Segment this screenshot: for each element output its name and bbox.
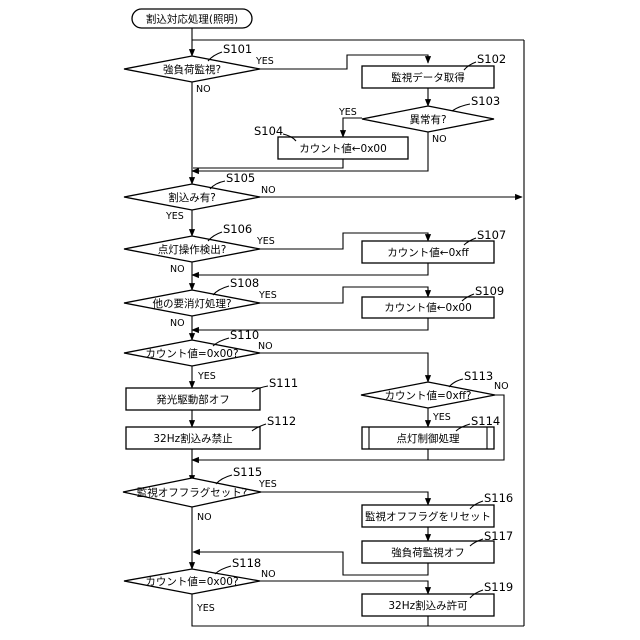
step-label-s118: S118 [232, 556, 261, 570]
process-label: 強負荷監視オフ [391, 546, 465, 559]
step-label-s102: S102 [477, 52, 506, 66]
decision-s103: 異常有? [362, 106, 494, 132]
yes-label-s101: YES [255, 56, 274, 67]
decision-s115: 監視オフフラグセット? [123, 478, 261, 507]
start-label: 割込対応処理(照明) [146, 13, 238, 26]
yes-label-s105: YES [165, 211, 184, 222]
step-label-s106: S106 [223, 222, 252, 236]
no-label-s108: NO [170, 318, 185, 329]
step-label-s101: S101 [223, 42, 252, 56]
step-label-s104: S104 [254, 124, 283, 138]
decision-s108: 他の要消灯処理? [124, 290, 260, 316]
step-label-s117: S117 [484, 529, 513, 543]
decision-s110: カウント値=0x00? [124, 340, 260, 366]
yes-label-s103: YES [338, 107, 357, 118]
no-label-s106: NO [170, 264, 185, 275]
no-label-s113: NO [494, 381, 509, 392]
step-label-s109: S109 [475, 284, 504, 298]
decision-label: カウント値=0x00? [145, 347, 238, 360]
decision-label: 他の要消灯処理? [152, 297, 231, 310]
no-label-s110: NO [258, 341, 273, 352]
process-s116: 監視オフフラグをリセット [362, 505, 494, 527]
decision-label: 点灯操作検出? [158, 243, 227, 256]
yes-label-s115: YES [258, 479, 277, 490]
decision-label: 強負荷監視? [163, 63, 221, 76]
step-label-s119: S119 [484, 580, 513, 594]
no-label-s101: NO [196, 84, 211, 95]
process-label: 発光駆動部オフ [156, 393, 230, 406]
decision-s106: 点灯操作検出? [124, 236, 260, 262]
process-label: 32Hz割込み禁止 [153, 432, 232, 445]
decision-s105: 割込み有? [124, 184, 260, 210]
step-label-s110: S110 [230, 328, 259, 342]
yes-label-s108: YES [258, 290, 277, 301]
process-s109: カウント値←0x00 [362, 297, 494, 318]
process-label: 32Hz割込み許可 [388, 599, 467, 612]
no-label-s115: NO [197, 512, 212, 523]
process-label: 監視データ取得 [391, 71, 465, 84]
step-label-s111: S111 [269, 376, 298, 390]
yes-label-s113: YES [432, 412, 451, 423]
process-s114: 点灯制御処理 [362, 427, 494, 449]
process-label: 点灯制御処理 [397, 432, 460, 445]
step-label-s108: S108 [230, 276, 259, 290]
yes-label-s106: YES [256, 236, 275, 247]
step-label-s112: S112 [267, 414, 296, 428]
step-label-s116: S116 [484, 491, 513, 505]
decision-s118: カウント値=0x00? [124, 569, 260, 594]
process-s117: 強負荷監視オフ [362, 541, 494, 563]
decision-s101: 強負荷監視? [124, 56, 260, 82]
process-label: カウント値←0x00 [299, 142, 387, 155]
decision-label: 割込み有? [168, 191, 216, 204]
step-label-s103: S103 [471, 94, 500, 108]
process-s104: カウント値←0x00 [278, 137, 408, 159]
decision-s113: カウント値=0xff? [361, 382, 495, 408]
yes-label-s110: YES [197, 371, 216, 382]
process-s112: 32Hz割込み禁止 [126, 427, 260, 449]
yes-label-s118: YES [196, 603, 215, 614]
start-terminal: 割込対応処理(照明) [132, 9, 252, 28]
process-label: 監視オフフラグをリセット [365, 510, 491, 523]
process-s111: 発光駆動部オフ [126, 388, 260, 410]
process-label: カウント値←0x00 [384, 301, 472, 314]
no-label-s118: NO [261, 569, 276, 580]
decision-label: カウント値=0xff? [385, 389, 472, 402]
step-label-s113: S113 [464, 369, 493, 383]
decision-label: 異常有? [409, 113, 446, 126]
step-label-s105: S105 [226, 171, 255, 185]
process-s102: 監視データ取得 [362, 66, 494, 88]
decision-label: 監視オフフラグセット? [137, 486, 248, 499]
step-label-s107: S107 [477, 228, 506, 242]
no-label-s105: NO [261, 185, 276, 196]
step-label-s114: S114 [471, 414, 500, 428]
decision-label: カウント値=0x00? [145, 575, 238, 588]
process-s107: カウント値←0xff [362, 241, 494, 263]
process-label: カウント値←0xff [387, 246, 469, 259]
process-s119: 32Hz割込み許可 [362, 594, 494, 616]
no-label-s103: NO [432, 134, 447, 145]
step-label-s115: S115 [233, 465, 262, 479]
